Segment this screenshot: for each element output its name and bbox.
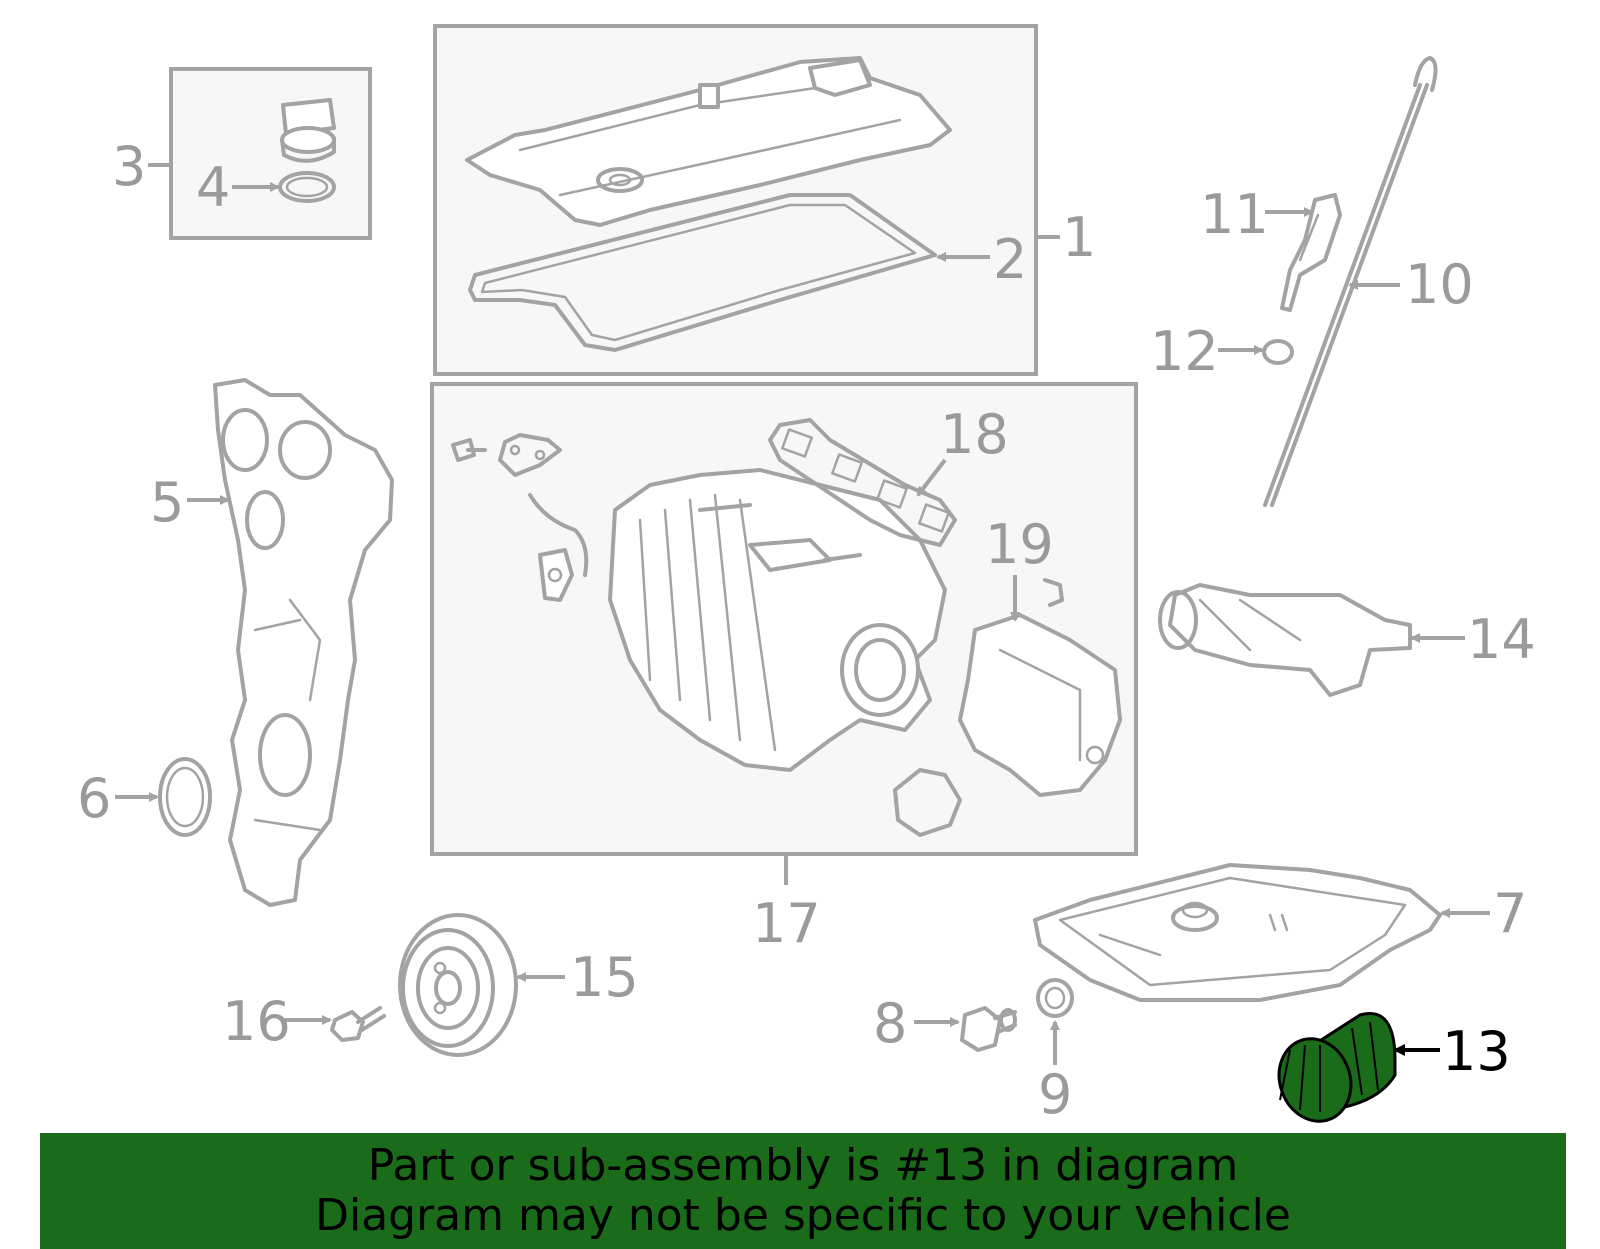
callout-6: 6 (77, 767, 111, 830)
oil-pan[interactable] (1033, 863, 1442, 1002)
callout-7: 7 (1493, 882, 1527, 945)
oil-filler-cap[interactable] (280, 98, 336, 163)
banner-line-2: Diagram may not be specific to your vehi… (315, 1190, 1291, 1241)
timing-cover[interactable] (213, 378, 394, 907)
callout-2: 2 (993, 228, 1027, 291)
callout-16: 16 (222, 990, 291, 1053)
leader-18 (916, 458, 947, 497)
dipstick[interactable] (1263, 56, 1438, 507)
throttle-body-19[interactable] (958, 578, 1122, 797)
hose-small[interactable] (528, 493, 589, 602)
valve-cover-gasket[interactable] (468, 193, 937, 352)
o-ring-12[interactable] (1262, 339, 1294, 365)
callout-3: 3 (112, 135, 146, 198)
callout-9: 9 (1038, 1063, 1072, 1126)
oil-strainer[interactable] (1158, 583, 1412, 697)
callout-17: 17 (752, 892, 821, 955)
manifold-gasket-18[interactable] (768, 418, 957, 547)
crankshaft-pulley[interactable] (398, 913, 518, 1057)
callout-15: 15 (570, 946, 639, 1009)
bolt-small[interactable] (451, 433, 562, 477)
callout-12: 12 (1150, 320, 1219, 383)
valve-cover[interactable] (465, 56, 952, 227)
drain-plug-gasket[interactable] (1036, 978, 1074, 1018)
pulley-bolt[interactable] (330, 1006, 386, 1042)
gasket-round[interactable] (893, 768, 962, 837)
banner-line-1: Part or sub-assembly is #13 in diagram (367, 1140, 1239, 1191)
dipstick-guide-11[interactable] (1280, 193, 1342, 312)
callout-10: 10 (1405, 253, 1474, 316)
callout-14: 14 (1467, 608, 1536, 671)
oil-filter[interactable] (1268, 1012, 1397, 1131)
info-banner: Part or sub-assembly is #13 in diagram D… (40, 1133, 1566, 1249)
callout-19: 19 (985, 513, 1054, 576)
group-box-3 (169, 67, 372, 240)
intake-manifold[interactable] (608, 468, 947, 772)
callout-13: 13 (1442, 1020, 1511, 1083)
callout-18: 18 (940, 403, 1009, 466)
oil-seal-6[interactable] (158, 757, 212, 837)
callout-5: 5 (150, 471, 184, 534)
o-ring-4[interactable] (278, 171, 336, 203)
callout-1: 1 (1062, 206, 1096, 269)
callout-11: 11 (1200, 183, 1269, 246)
callout-8: 8 (873, 992, 907, 1055)
callout-4: 4 (196, 156, 230, 219)
drain-plug[interactable] (960, 1006, 1017, 1052)
